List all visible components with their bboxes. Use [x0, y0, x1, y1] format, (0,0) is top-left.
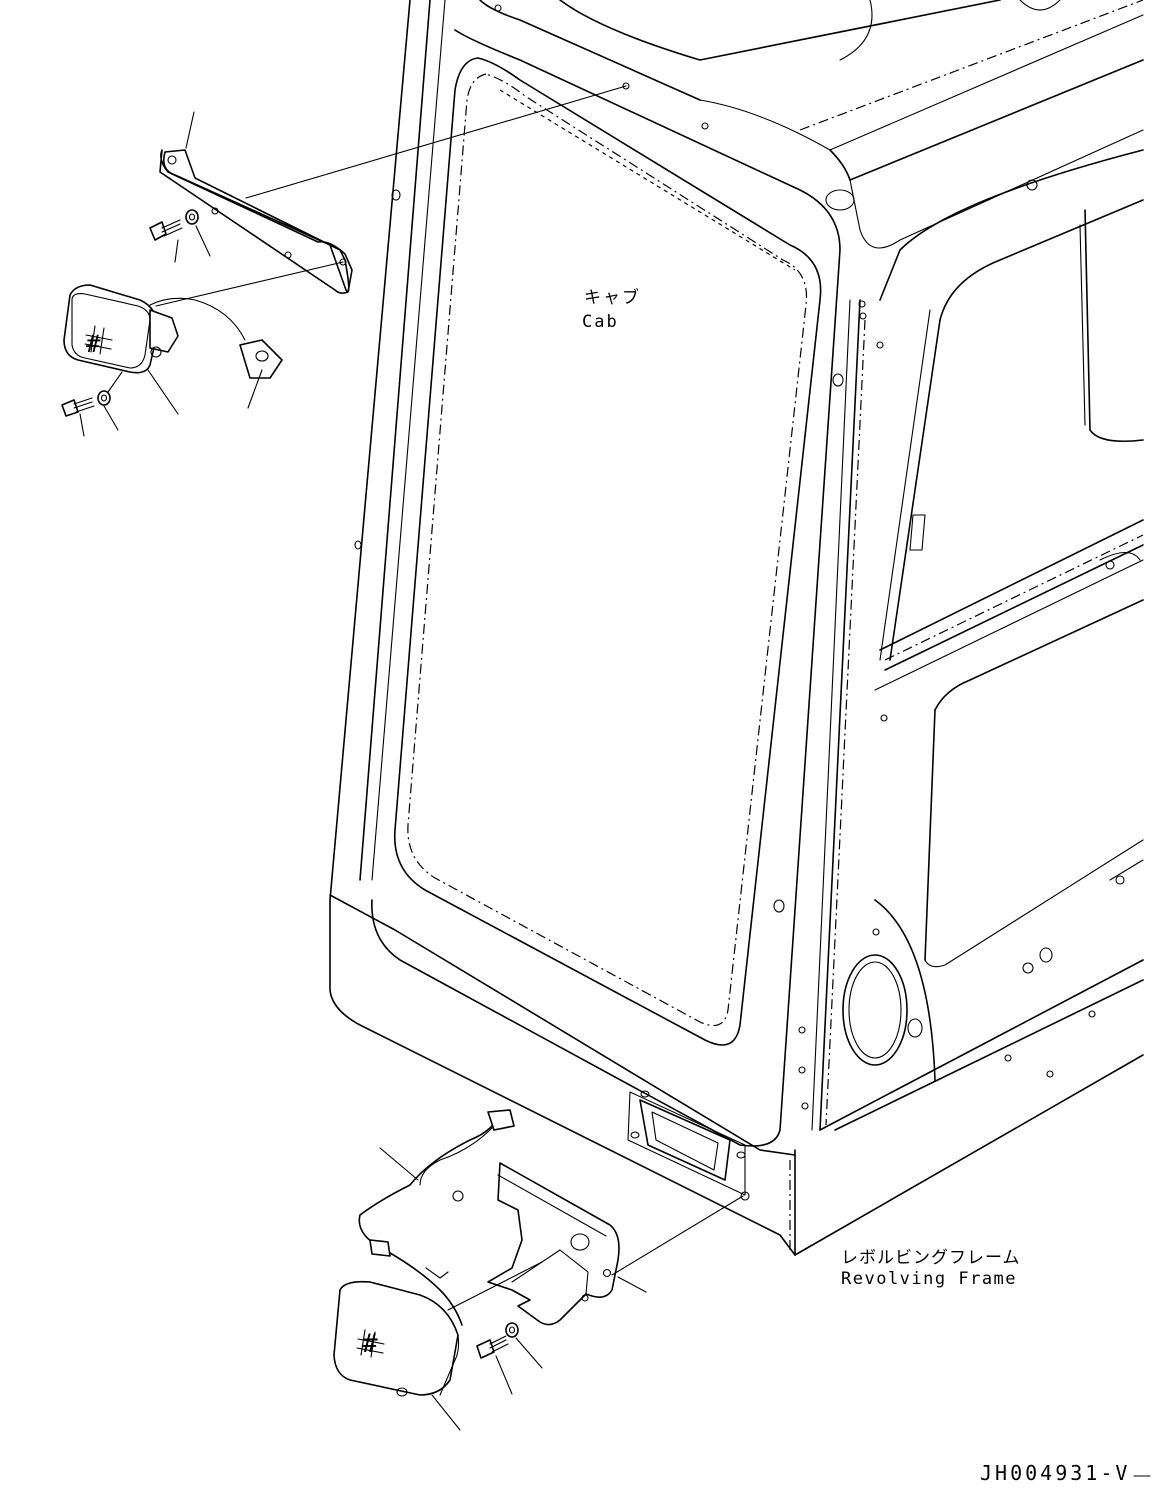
lower-lamp-bracket — [487, 1162, 620, 1326]
lower-lamp-bolt — [476, 1339, 495, 1359]
rivet-dots — [354, 4, 1125, 1201]
upper-bracket-washer — [185, 209, 199, 225]
frame-label-en: Revolving Frame — [841, 1269, 1017, 1289]
upper-lamp-washer — [97, 390, 111, 406]
lower-work-lamp — [333, 1280, 459, 1396]
upper-work-lamp — [63, 284, 159, 374]
cab-label-en: Cab — [582, 312, 619, 332]
harness-connector-top — [487, 1109, 515, 1131]
lower-lamp-symbol: # — [362, 1329, 378, 1359]
lower-lamp-assembly — [333, 1109, 744, 1431]
upper-bracket-bolt — [149, 221, 167, 241]
cab-label-jp: キャブ — [584, 287, 641, 308]
cab-body — [329, 0, 1144, 1256]
drawing-number: JH004931-V — [980, 1461, 1130, 1485]
upper-lamp-symbol: # — [86, 330, 101, 358]
harness-connector-bottom — [369, 1239, 391, 1257]
upper-lamp-assembly — [61, 85, 627, 437]
frame-label-jp: レボルビングフレーム — [841, 1248, 1021, 1268]
lower-lamp-washer — [505, 1322, 519, 1338]
